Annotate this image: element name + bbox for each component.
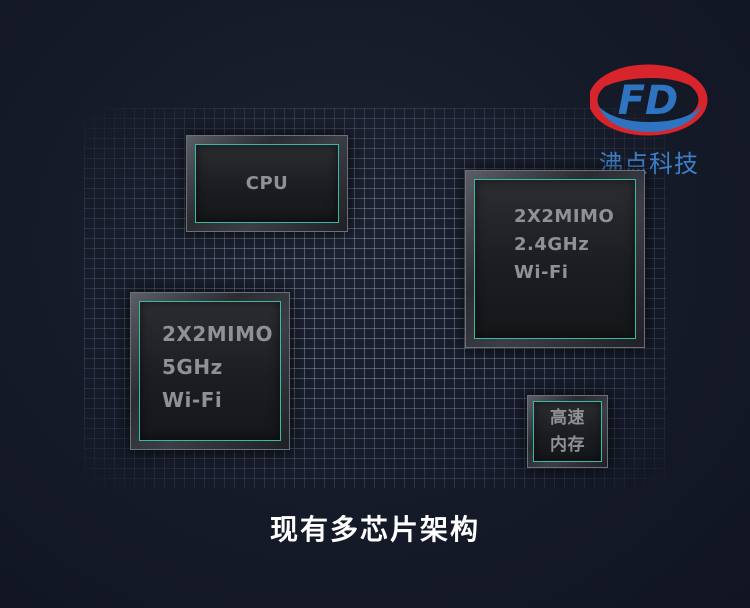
wifi-5ghz-band-line: 5GHz xyxy=(162,354,223,379)
memory-chip-die xyxy=(533,401,602,462)
logo-letters: FD xyxy=(618,78,679,124)
cpu-chip-die xyxy=(195,144,339,223)
cpu-chip-label: CPU xyxy=(187,136,347,231)
memory-chip: 高速 内存 xyxy=(527,395,608,468)
diagram-caption: 现有多芯片架构 xyxy=(269,513,480,546)
memory-chip-label: 高速 内存 xyxy=(528,396,607,467)
wifi-2-4ghz-chip-die xyxy=(474,179,636,339)
wifi-2-4ghz-chip: 2X2MIMO 2.4GHz Wi-Fi xyxy=(465,170,645,348)
wifi-5ghz-chip: 2X2MIMO 5GHz Wi-Fi xyxy=(130,292,290,450)
wifi-5ghz-chip-label: 2X2MIMO 5GHz Wi-Fi xyxy=(131,293,289,449)
fd-logo-icon: FD xyxy=(590,64,708,136)
wifi-2-4ghz-band-line: 2.4GHz xyxy=(514,234,590,255)
company-logo: FD 沸点科技 xyxy=(590,62,708,178)
wifi-5ghz-chip-die xyxy=(139,301,281,441)
wifi-5ghz-type-line: Wi-Fi xyxy=(162,387,223,412)
wifi-2-4ghz-mimo-line: 2X2MIMO xyxy=(514,206,615,227)
wifi-2-4ghz-chip-label: 2X2MIMO 2.4GHz Wi-Fi xyxy=(466,171,644,347)
cpu-chip: CPU xyxy=(186,135,348,232)
wifi-5ghz-mimo-line: 2X2MIMO xyxy=(162,321,273,346)
wifi-2-4ghz-type-line: Wi-Fi xyxy=(514,262,569,283)
memory-chip-label-line-1: 高速 xyxy=(550,407,585,428)
memory-chip-label-line-2: 内存 xyxy=(550,434,585,455)
cpu-chip-label-line: CPU xyxy=(245,173,289,194)
